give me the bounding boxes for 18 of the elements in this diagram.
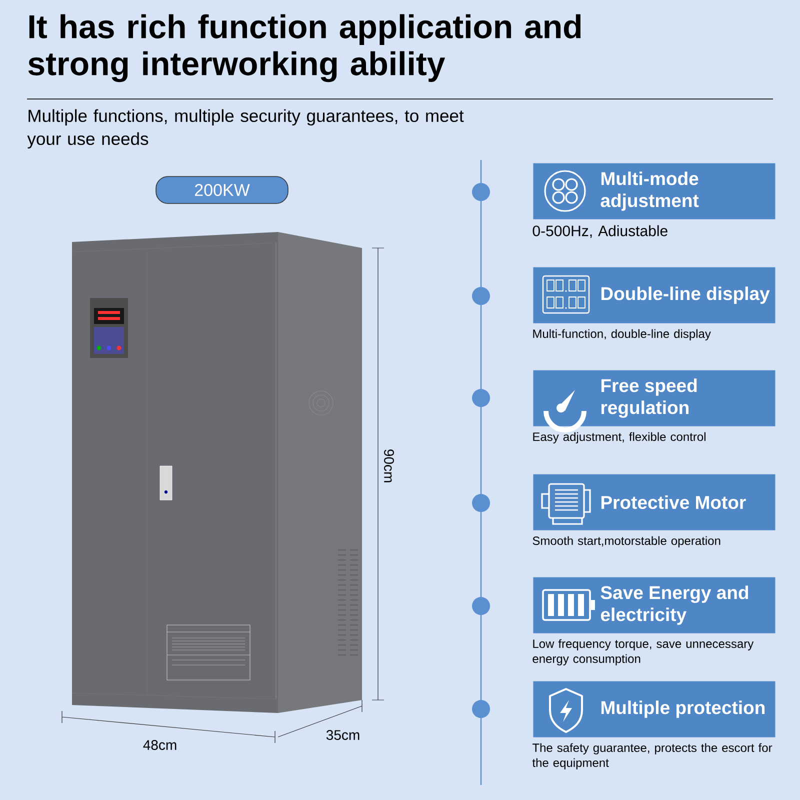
dimension-label: 35cm [326, 730, 360, 740]
feature-box: Protective Motor [533, 474, 776, 530]
title: It has rich function application and strong interworking ability [28, 14, 581, 82]
feature-box: Save Energy and electricity [533, 577, 776, 634]
dimension-label: 48cm [143, 740, 176, 750]
feature-description: The safety guarantee, protects the escort for the equipment [532, 743, 772, 770]
feature-description: Low frequency torque, save unnecessary energy consumption [532, 639, 754, 666]
feature-description: Easy adjustment, flexible control [533, 432, 706, 444]
power-badge: 200KW [156, 176, 288, 204]
dimension-label: 90cm [384, 450, 394, 482]
feature-box: Double-line display [533, 267, 776, 324]
feature-description: 0-500Hz, Adiustable [532, 225, 668, 238]
feature-description: Multi-function, double-line display [533, 329, 711, 340]
subtitle: Multiple functions, multiple security guarantees, to meet your use needs [27, 109, 464, 149]
feature-box: Free speed regulation [533, 370, 776, 426]
feature-box: Multiple protection [533, 681, 776, 738]
feature-box: Multi-mode adjustment [533, 163, 776, 220]
feature-description: Smooth start,motorstable operation [532, 536, 720, 548]
